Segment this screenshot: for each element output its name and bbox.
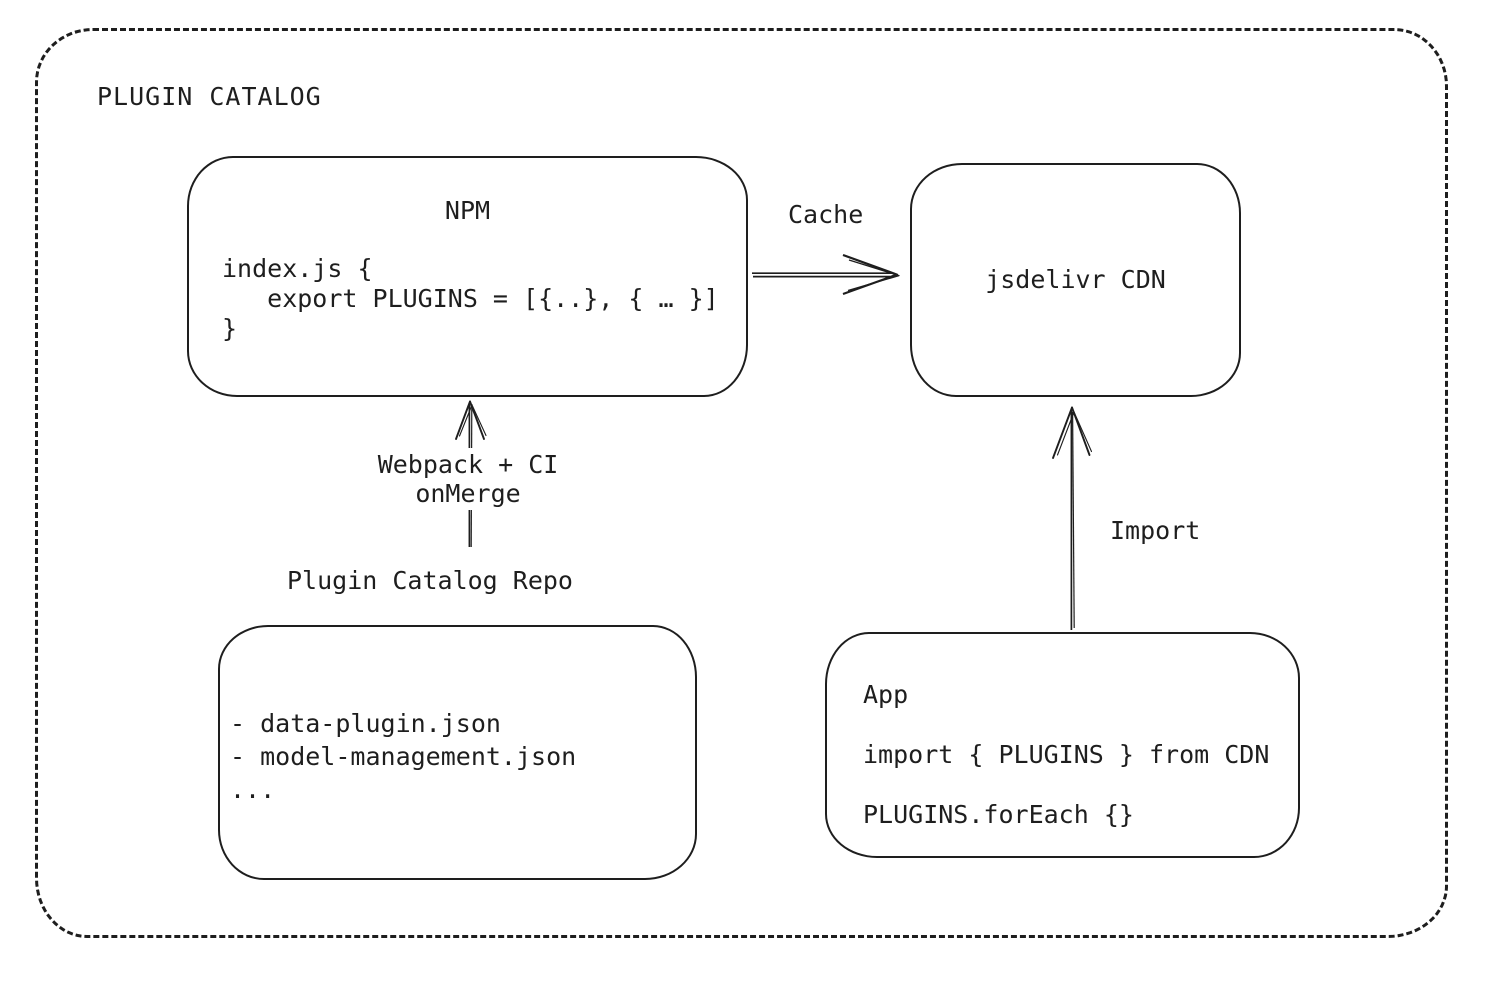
npm-node-title: NPM xyxy=(444,196,491,225)
node-cdn: jsdelivr CDN xyxy=(910,163,1241,397)
repo-file-item: - model-management.json xyxy=(230,742,577,771)
build-arrow-label: Webpack + CI onMerge xyxy=(352,448,584,510)
app-node-title: App xyxy=(863,680,909,709)
catalog-boundary-frame xyxy=(35,28,1448,938)
app-code-line: import { PLUGINS } from CDN xyxy=(863,740,1270,769)
app-code-line: PLUGINS.forEach {} xyxy=(863,800,1134,829)
import-arrow-label: Import xyxy=(1110,516,1201,545)
repo-file-item: - data-plugin.json xyxy=(230,709,501,738)
npm-node-code: index.js { export PLUGINS = [{..}, { … }… xyxy=(222,254,719,343)
repo-file-item: ... xyxy=(230,775,276,804)
repo-node-label: Plugin Catalog Repo xyxy=(287,566,573,595)
cdn-node-label: jsdelivr CDN xyxy=(985,265,1166,294)
node-repo: - data-plugin.json - model-management.js… xyxy=(218,625,697,880)
diagram-title: PLUGIN CATALOG xyxy=(97,82,322,111)
node-npm: NPM index.js { export PLUGINS = [{..}, {… xyxy=(187,156,748,397)
cache-arrow-label: Cache xyxy=(788,200,864,229)
node-app: App import { PLUGINS } from CDN PLUGINS.… xyxy=(825,632,1300,858)
repo-file-list: - data-plugin.json - model-management.js… xyxy=(230,707,576,806)
